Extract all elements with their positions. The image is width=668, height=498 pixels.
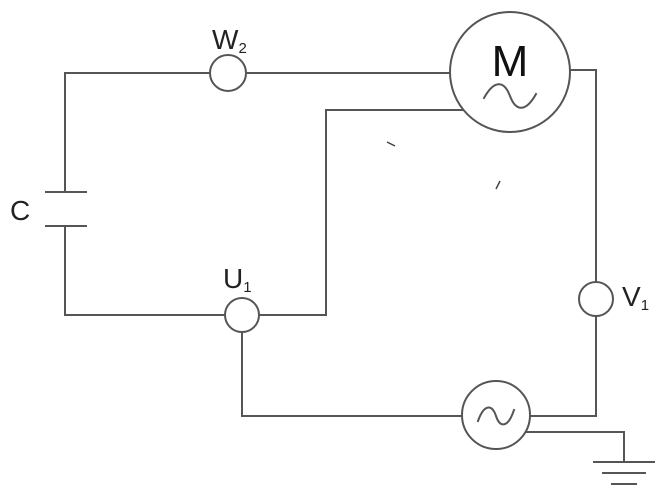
terminal-v1-sub: 1 bbox=[641, 297, 649, 314]
terminal-u1-node bbox=[224, 297, 260, 333]
terminal-u1-sub: 1 bbox=[243, 279, 251, 296]
ac-source bbox=[461, 380, 531, 450]
wire-motor-right bbox=[569, 69, 597, 283]
terminal-w2-sub: 2 bbox=[238, 40, 246, 57]
scan-artifacts bbox=[386, 141, 501, 190]
ac-source-sine-icon bbox=[476, 406, 516, 426]
motor-circle bbox=[449, 11, 571, 133]
terminal-u1-main: U bbox=[223, 263, 243, 294]
wire-v-to-source bbox=[529, 315, 597, 417]
wire-ground bbox=[519, 431, 625, 463]
wire-u-to-motor bbox=[257, 109, 466, 316]
terminal-w2: W2 bbox=[209, 24, 247, 92]
motor-letter: M bbox=[492, 37, 529, 86]
motor-sine-icon bbox=[482, 83, 538, 109]
circuit-wires bbox=[64, 69, 625, 463]
terminal-u1: U1 bbox=[223, 263, 260, 333]
terminal-w2-label: W2 bbox=[212, 24, 247, 57]
motor: M bbox=[449, 11, 571, 133]
terminal-v1-label: V1 bbox=[622, 281, 649, 314]
scan-mark-2 bbox=[495, 180, 501, 190]
terminal-v1-node bbox=[578, 281, 614, 317]
terminal-v1-main: V bbox=[622, 281, 641, 312]
terminal-v1: V1 bbox=[578, 281, 649, 317]
terminal-u1-label: U1 bbox=[223, 263, 252, 296]
ground-icon bbox=[593, 461, 655, 485]
capacitor: C bbox=[10, 191, 87, 227]
terminal-w2-main: W bbox=[212, 24, 239, 55]
wire-u-to-source bbox=[241, 331, 463, 417]
capacitor-label: C bbox=[10, 195, 30, 226]
terminal-w2-node bbox=[209, 54, 247, 92]
scan-mark-1 bbox=[386, 141, 396, 147]
